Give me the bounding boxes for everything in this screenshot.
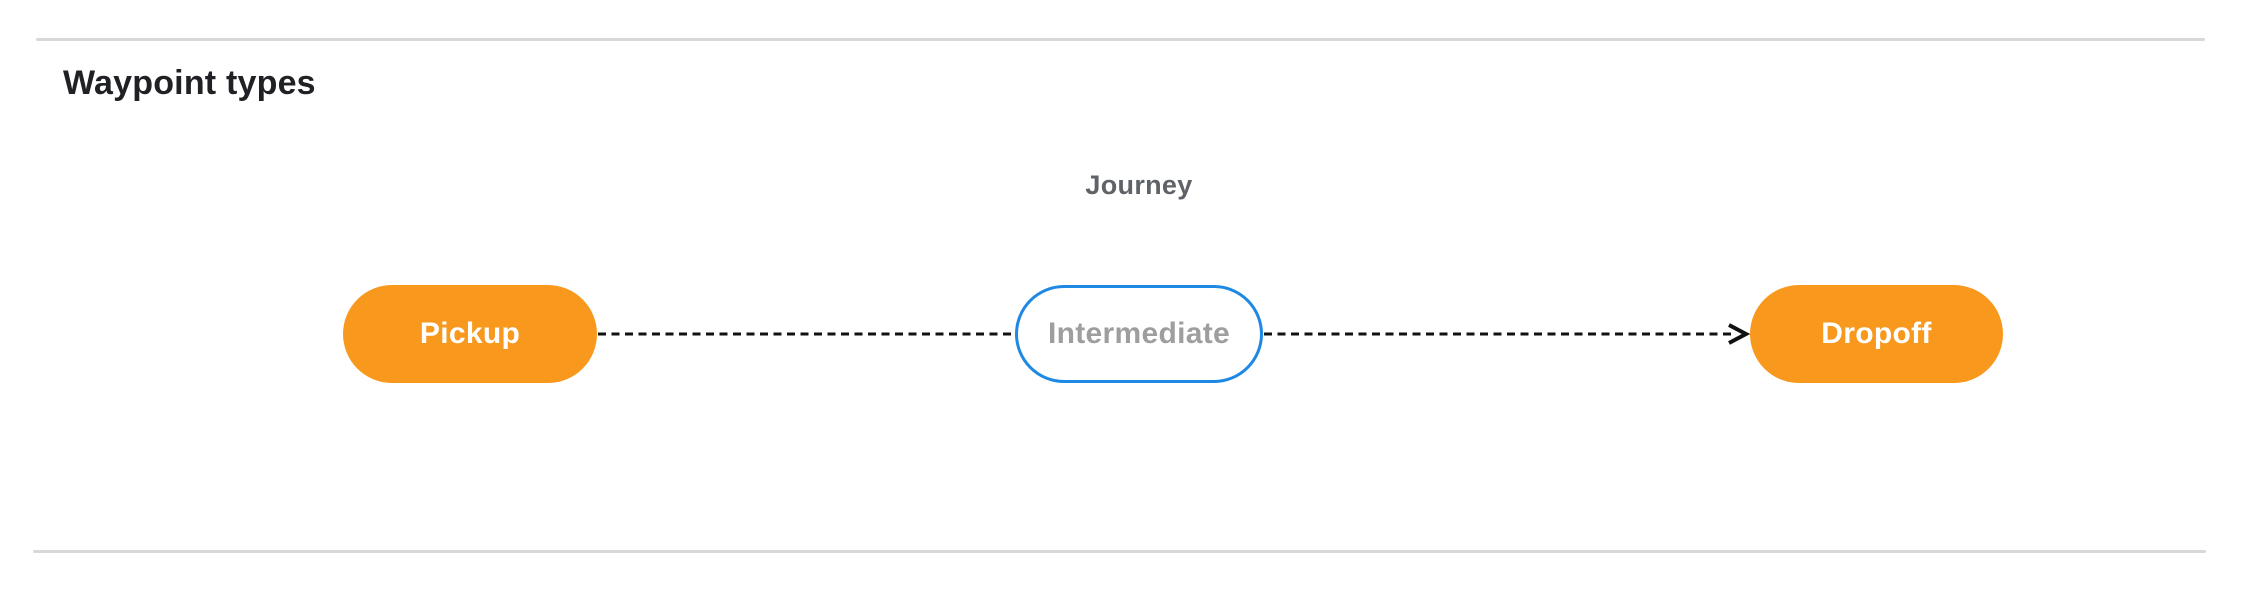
journey-label: Journey [1085, 170, 1193, 200]
node-dropoff: Dropoff [1750, 285, 2003, 383]
arrowhead-icon [1728, 323, 1751, 345]
top-divider [36, 38, 2205, 41]
node-pickup: Pickup [343, 285, 597, 383]
bottom-divider [33, 550, 2206, 553]
node-pickup-label: Pickup [419, 317, 521, 350]
node-intermediate: Intermediate [1015, 285, 1263, 383]
page-title: Waypoint types [63, 64, 316, 102]
node-dropoff-label: Dropoff [1821, 317, 1932, 350]
node-intermediate-label: Intermediate [1048, 317, 1230, 350]
